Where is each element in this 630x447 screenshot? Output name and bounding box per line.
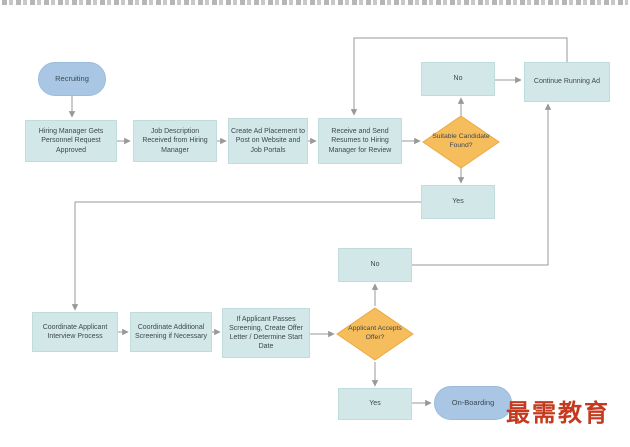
node-create-ad-placement: Create Ad Placement to Post on Website a…: [228, 118, 308, 164]
connector: [350, 37, 568, 116]
connector: [412, 103, 552, 266]
node-offer-letter: If Applicant Passes Screening, Create Of…: [222, 308, 310, 358]
decision-diamond-applicant-accepts: [336, 307, 414, 361]
node-coordinate-screening: Coordinate Additional Screening if Neces…: [130, 312, 212, 352]
node-receive-send-resumes: Receive and Send Resumes to Hiring Manag…: [318, 118, 402, 164]
node-hiring-manager-request: Hiring Manager Gets Personnel Request Ap…: [25, 120, 117, 162]
node-onboarding: On-Boarding: [434, 386, 512, 420]
node-recruiting: Recruiting: [38, 62, 106, 96]
node-yes-accepts: Yes: [338, 388, 412, 420]
node-coordinate-interview: Coordinate Applicant Interview Process: [32, 312, 118, 352]
node-no-suitable: No: [421, 62, 495, 96]
node-yes-suitable: Yes: [421, 185, 495, 219]
node-job-description: Job Description Received from Hiring Man…: [133, 120, 217, 162]
decision-label-applicant-accepts: Applicant Accepts Offer?: [348, 325, 402, 341]
node-continue-running-ad: Continue Running Ad: [524, 62, 610, 102]
node-no-accepts: No: [338, 248, 412, 282]
decision-label-suitable-candidate: Suitable Candidate Found?: [432, 133, 490, 149]
top-clipped-text-strip: [2, 0, 628, 5]
watermark-text: 最需教育: [506, 401, 610, 427]
connector: [71, 201, 421, 311]
decision-diamond-suitable-candidate: [422, 115, 500, 169]
